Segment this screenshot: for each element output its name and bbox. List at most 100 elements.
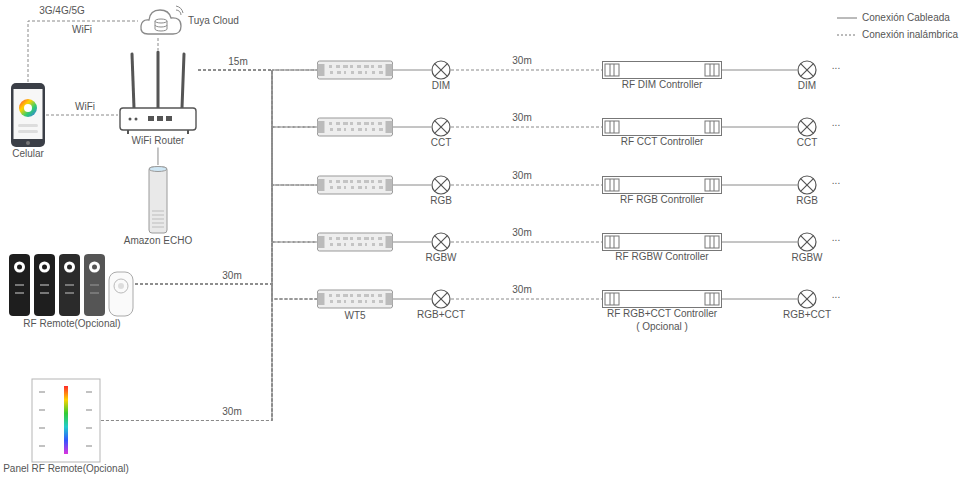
- drawing-part: [714, 64, 715, 76]
- continuation-mark: ...: [832, 232, 840, 244]
- drawing-part: [432, 290, 450, 308]
- drawing-part: [614, 179, 615, 191]
- cloud-icon: [138, 4, 184, 38]
- connector: [198, 70, 317, 127]
- drawing-part: [343, 237, 348, 240]
- connector: [158, 38, 159, 50]
- ctrl-node: RF RGB+CCT Controller( Opcional ): [602, 290, 722, 333]
- drawing-part: [39, 262, 50, 273]
- drawing-part: [329, 65, 383, 74]
- drawing-part: [86, 409, 92, 410]
- drawing-part: [344, 300, 346, 303]
- drawing-part: [351, 71, 354, 74]
- distance-label: 30m: [512, 284, 531, 296]
- drawing-part: [86, 391, 92, 392]
- drawing-part: [86, 427, 92, 428]
- drawing-part: [801, 293, 814, 306]
- connector: [451, 70, 602, 71]
- drawing-part: [318, 233, 393, 251]
- drawing-part: [801, 64, 814, 77]
- drawing-part: [386, 293, 393, 305]
- drawing-part: [18, 130, 38, 133]
- drawing-part: [378, 294, 382, 297]
- drawing-part: [350, 180, 353, 183]
- drawing-part: [605, 293, 719, 305]
- drawing-part: [152, 211, 164, 212]
- drawing-part: [318, 64, 325, 76]
- connector: [451, 242, 602, 243]
- lamp-node: DIM: [431, 60, 451, 93]
- node-label: Amazon ECHO: [124, 235, 192, 248]
- drawing-part: [64, 386, 68, 454]
- drawing-part: [329, 180, 332, 183]
- drawing-part: [714, 236, 715, 248]
- lamp-node: RGBW: [791, 232, 822, 265]
- node-label: RF CCT Controller: [621, 136, 704, 149]
- connector: [722, 242, 797, 243]
- line-sample: [837, 34, 857, 35]
- wt5-icon: [317, 59, 393, 81]
- connector: [722, 299, 797, 300]
- drawing-part: [358, 243, 362, 246]
- drawing-part: [435, 121, 448, 134]
- drawing-part: [344, 128, 346, 131]
- drawing-part: [364, 122, 369, 125]
- drawing-part: [379, 128, 383, 131]
- drawing-part: [357, 237, 361, 240]
- drawing-part: [386, 179, 393, 191]
- drawing-part: [318, 121, 325, 133]
- drawing-part: [371, 180, 374, 183]
- drawing-part: [710, 121, 711, 133]
- drawing-part: [128, 130, 188, 134]
- legend: Conexión CableadaConexión inalámbrica: [836, 9, 958, 43]
- drawing-part: [351, 128, 354, 131]
- drawing-part: [371, 122, 374, 125]
- drawing-part: [329, 294, 332, 297]
- lamp-icon: [431, 289, 451, 309]
- drawing-part: [15, 292, 24, 294]
- connector: [101, 70, 317, 421]
- drawing-part: [351, 186, 354, 189]
- lamp-node: RGBW: [425, 232, 456, 265]
- drawing-part: [378, 65, 382, 68]
- drawing-part: [358, 186, 362, 189]
- distance-label: 3G/4G/5G: [39, 5, 85, 17]
- distance-label: WiFi: [72, 24, 92, 36]
- drawing-part: [705, 236, 719, 248]
- drawing-part: [336, 237, 340, 240]
- connector: [722, 70, 797, 71]
- connector: [198, 70, 317, 242]
- drawing-part: [90, 284, 99, 286]
- drawing-part: [610, 236, 611, 248]
- node-label: CCT: [431, 137, 452, 150]
- drawing-part: [710, 236, 711, 248]
- drawing-part: [42, 265, 47, 270]
- continuation-mark: ...: [832, 289, 840, 301]
- node-label: RF DIM Controller: [622, 79, 703, 92]
- drawing-part: [337, 71, 341, 74]
- drawing-part: [365, 128, 367, 131]
- drawing-part: [157, 116, 163, 121]
- wt5-node: WT5: [317, 288, 393, 323]
- node-label: RF Remote(Opcional): [23, 318, 120, 331]
- distance-label: 30m: [512, 227, 531, 239]
- node-label: RGBW: [791, 252, 822, 265]
- drawing-part: [329, 65, 332, 68]
- legend-line-sample: [836, 31, 858, 39]
- drawing-part: [24, 104, 32, 112]
- drawing-part: [32, 379, 100, 462]
- drawing-part: [350, 294, 353, 297]
- drawing-part: [386, 121, 393, 133]
- drawing-part: [132, 52, 184, 108]
- drawing-part: [614, 236, 615, 248]
- lamp-node: RGB+CCT: [783, 289, 831, 322]
- drawing-part: [92, 265, 97, 270]
- drawing-part: [15, 284, 24, 286]
- drawing-part: [605, 64, 719, 76]
- drawing-part: [155, 19, 167, 31]
- wt5-icon: [317, 116, 393, 138]
- drawing-part: [605, 179, 619, 191]
- node-label: Panel RF Remote(Opcional): [3, 463, 129, 476]
- drawing-part: [801, 179, 814, 192]
- drawing-part: [705, 64, 719, 76]
